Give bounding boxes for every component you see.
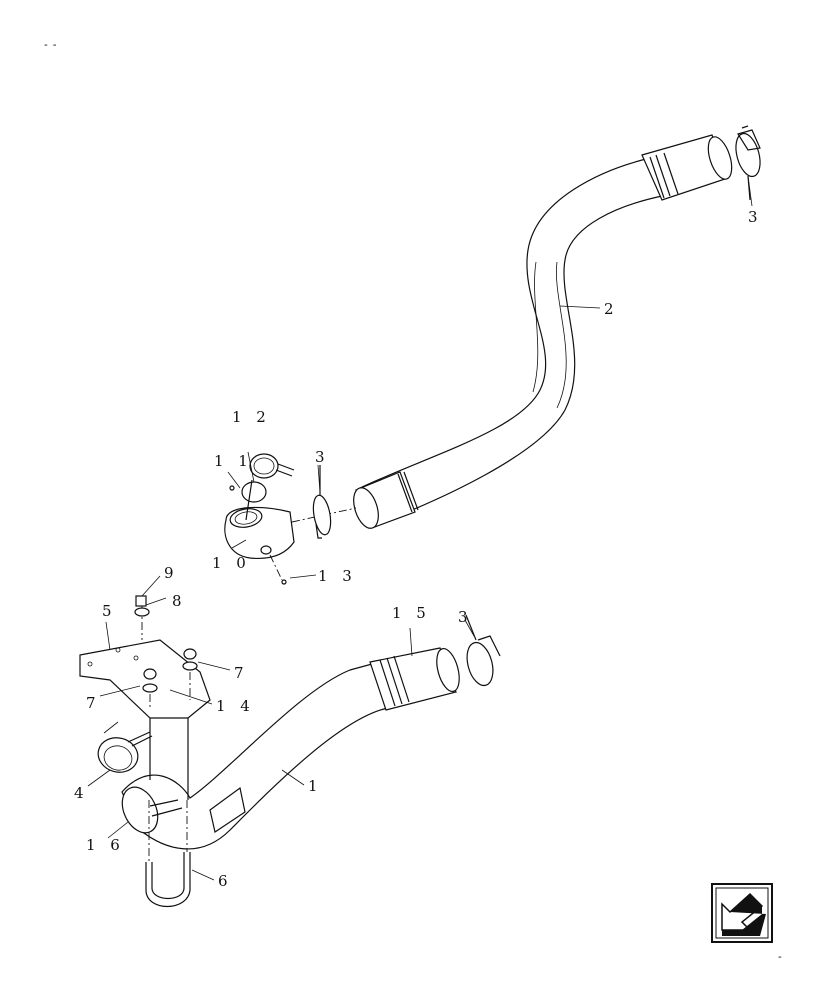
label-8: 8 <box>172 592 187 610</box>
label-5: 5 <box>102 602 117 620</box>
corner-mark-bottom-right: - <box>778 950 787 963</box>
part-labels: 2 3 3 3 1 2 1 1 1 0 1 3 9 8 5 1 5 7 7 1 … <box>74 208 763 890</box>
label-9: 9 <box>164 564 179 582</box>
leader-lines <box>87 175 753 881</box>
clamp-middle <box>312 465 332 539</box>
label-16: 1 6 <box>86 836 125 854</box>
label-6: 6 <box>218 872 233 890</box>
label-3-upper: 3 <box>748 208 763 226</box>
nut-part-7-left <box>142 668 158 710</box>
label-15: 1 5 <box>392 604 431 622</box>
upper-tube <box>353 134 733 529</box>
clamp-upper-right <box>735 125 761 201</box>
bracket-part-5 <box>79 639 211 800</box>
label-11: 1 1 <box>214 452 253 470</box>
arrow-icon[interactable] <box>711 883 773 943</box>
label-7-left: 7 <box>86 694 101 712</box>
nut-part-7-right <box>182 648 198 700</box>
corner-mark-top-left: -- <box>44 38 61 51</box>
clamp-part-4 <box>97 731 153 773</box>
label-12: 1 2 <box>232 408 271 426</box>
clamp-part-12 <box>249 453 295 479</box>
label-3-lower: 3 <box>458 608 473 626</box>
label-10: 1 0 <box>212 554 251 572</box>
label-14: 1 4 <box>216 697 255 715</box>
washer-part-8 <box>134 607 150 617</box>
lower-tube <box>121 647 460 850</box>
gasket-part-11 <box>241 481 267 503</box>
label-4: 4 <box>74 784 89 802</box>
label-13: 1 3 <box>318 567 357 585</box>
clamp-lower-right <box>465 614 501 687</box>
label-2: 2 <box>604 300 619 318</box>
label-3-middle: 3 <box>315 448 330 466</box>
u-bolt-part-6 <box>145 800 191 908</box>
label-7-right: 7 <box>234 664 249 682</box>
bolt-part-9 <box>135 595 147 640</box>
label-1: 1 <box>308 777 323 795</box>
